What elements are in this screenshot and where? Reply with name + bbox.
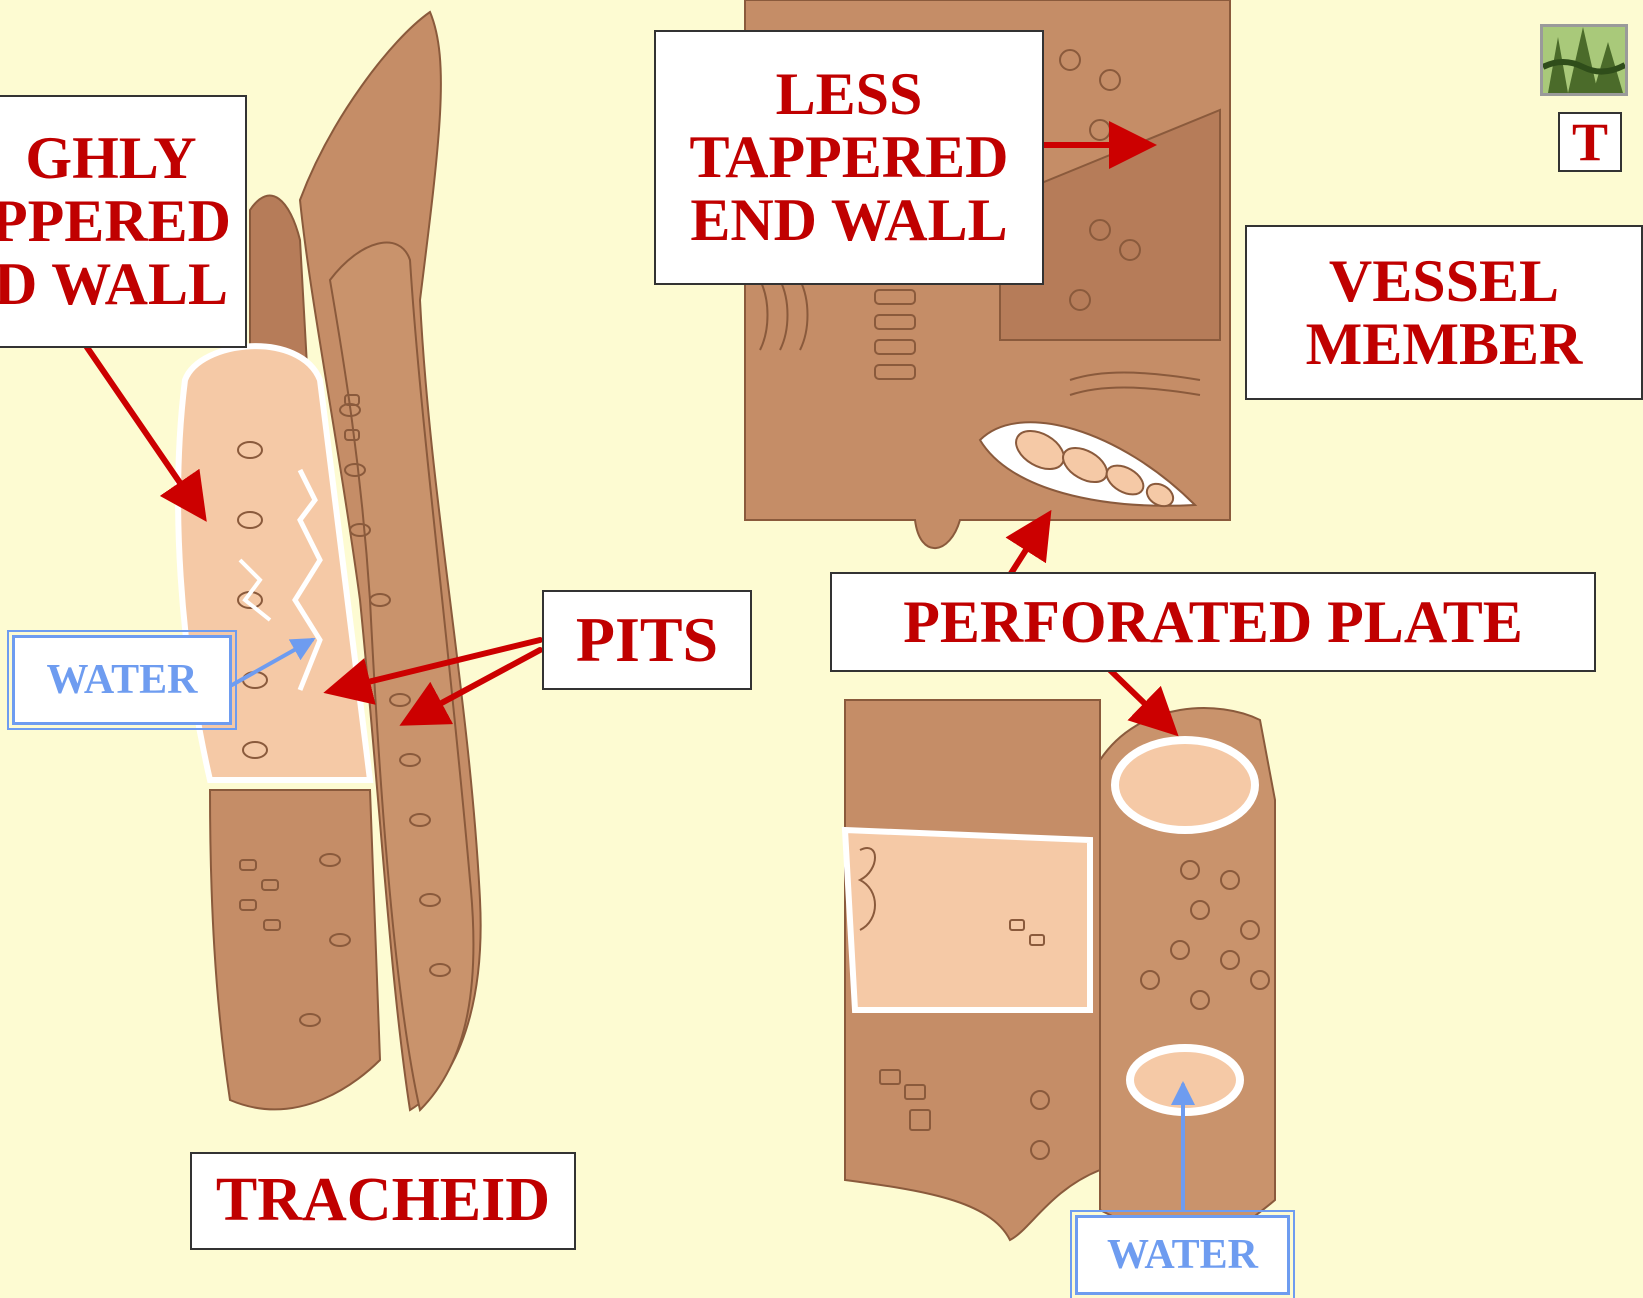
water-left-text: WATER xyxy=(47,656,198,704)
vessel-bottom-top-opening xyxy=(1115,740,1255,830)
vessel-bottom-left-open xyxy=(845,830,1090,1010)
vessel-member-bottom-illustration xyxy=(845,700,1275,1290)
less-tappered-line-1: LESS xyxy=(690,63,1009,126)
highly-tappered-line-2: PPERED xyxy=(0,190,231,253)
highly-tappered-line-1: GHLY xyxy=(0,127,231,190)
label-vessel-member: VESSEL MEMBER xyxy=(1245,225,1643,400)
vessel-member-line-1: VESSEL xyxy=(1306,250,1583,313)
less-tappered-line-2: TAPPERED xyxy=(690,126,1009,189)
arrow-perforated-up xyxy=(1010,520,1045,575)
label-pits: PITS xyxy=(542,590,752,690)
t-button[interactable]: T xyxy=(1558,112,1622,172)
tracheid-text: TRACHEID xyxy=(216,1168,550,1233)
label-less-tappered-end-wall: LESS TAPPERED END WALL xyxy=(654,30,1044,285)
label-tracheid: TRACHEID xyxy=(190,1152,576,1250)
less-tappered-line-3: END WALL xyxy=(690,189,1009,252)
arrow-perforated-down xyxy=(1110,670,1170,728)
label-water-right: WATER xyxy=(1075,1215,1290,1295)
label-highly-tappered-end-wall: GHLY PPERED D WALL xyxy=(0,95,247,348)
pits-text: PITS xyxy=(576,606,718,673)
perforated-plate-text: PERFORATED PLATE xyxy=(903,591,1522,654)
highly-tappered-line-3: D WALL xyxy=(0,253,231,316)
tracheid-cell-lower xyxy=(210,790,380,1109)
forest-thumbnail-icon[interactable] xyxy=(1540,24,1628,96)
water-right-text: WATER xyxy=(1107,1231,1258,1279)
label-perforated-plate: PERFORATED PLATE xyxy=(830,572,1596,672)
vessel-member-line-2: MEMBER xyxy=(1306,313,1583,376)
label-water-left: WATER xyxy=(12,635,232,725)
